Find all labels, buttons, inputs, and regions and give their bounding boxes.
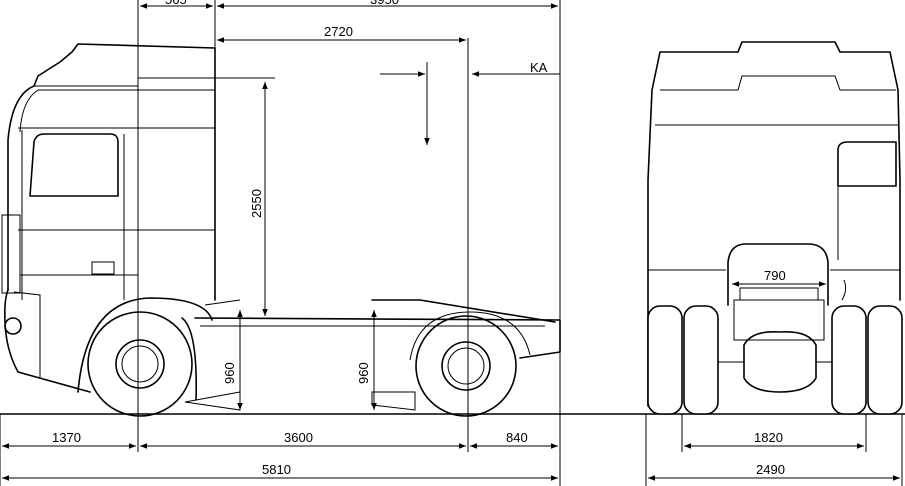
dim-2720: 2720 [217, 24, 466, 43]
dim-3950-label: 3950 [370, 0, 399, 7]
rear-view-truck [647, 41, 903, 415]
dim-960-rear: 960 [356, 310, 377, 410]
rear-wheel [415, 315, 517, 417]
rear-cab-outline [647, 41, 901, 407]
fifth-wheel [371, 299, 556, 323]
dim-2550: 2550 [249, 82, 268, 316]
dim-1370-label: 1370 [52, 430, 81, 445]
dim-790-label: 790 [764, 268, 786, 283]
dim-1820-label: 1820 [754, 430, 783, 445]
dim-top-partial: 565 3950 [140, 0, 558, 9]
cab-window [29, 133, 119, 197]
chassis-frame [194, 317, 561, 359]
rear-extension-lines [645, 414, 903, 486]
dim-2490-label: 2490 [756, 462, 785, 477]
rear-tires-right [831, 305, 903, 415]
dim-1820: 1820 [684, 430, 864, 449]
rear-wheel-arch [409, 311, 531, 361]
dim-overall-length: 5810 [2, 462, 558, 481]
dim-840-label: 840 [506, 430, 528, 445]
dim-960-front-label: 960 [222, 362, 237, 384]
king-pin-label: KA [530, 60, 548, 75]
dim-960-rear-label: 960 [356, 362, 371, 384]
cab-outline [4, 43, 216, 393]
front-bumper [1, 214, 21, 294]
side-view-truck [1, 43, 561, 417]
dim-565-label: 565 [165, 0, 187, 7]
dim-5810-label: 5810 [262, 462, 291, 477]
rear-frame-block [727, 243, 829, 306]
dim-2720-label: 2720 [324, 24, 353, 39]
dim-3600-label: 3600 [284, 430, 313, 445]
extension-lines [0, 0, 561, 486]
rear-tires-left [647, 305, 719, 415]
dim-bottom-row: 1370 3600 840 [2, 430, 558, 449]
dim-2550-label: 2550 [249, 189, 264, 218]
front-light [4, 317, 22, 335]
dim-790: 790 [732, 268, 826, 287]
dim-2490: 2490 [648, 462, 900, 481]
dim-960-front: 960 [222, 310, 243, 410]
front-wheel-arch [77, 297, 213, 393]
front-wheel [87, 311, 193, 417]
king-pin-marker: KA [380, 60, 560, 145]
cab-step [91, 261, 115, 275]
rear-differential [743, 330, 817, 393]
